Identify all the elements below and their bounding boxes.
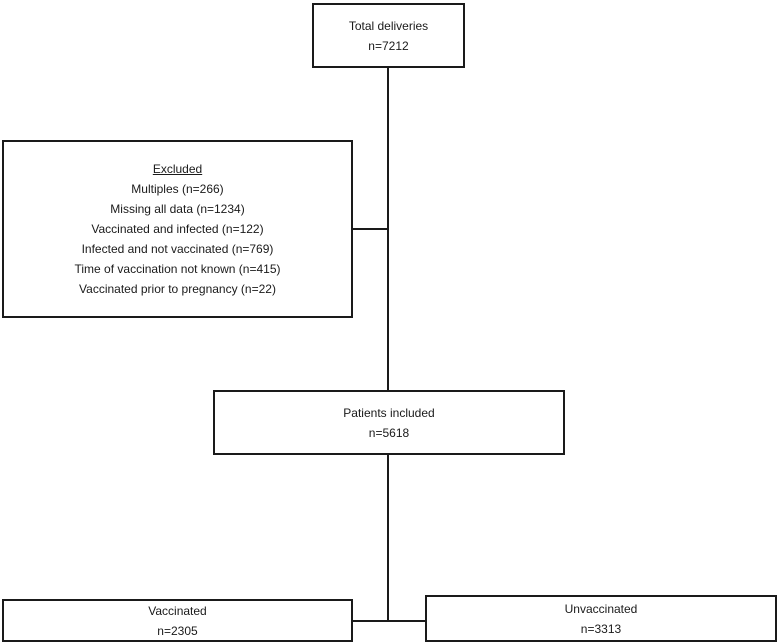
excluded-item-vaccinated-infected: Vaccinated and infected (n=122): [91, 222, 264, 236]
connector-included-to-groups: [387, 455, 389, 621]
total-deliveries-title: Total deliveries: [348, 18, 429, 33]
excluded-item-prior-pregnancy: Vaccinated prior to pregnancy (n=22): [79, 282, 276, 296]
total-deliveries-box: Total deliveries n=7212: [312, 3, 465, 68]
excluded-title: Excluded: [152, 162, 203, 176]
excluded-item-multiples: Multiples (n=266): [131, 182, 224, 196]
total-deliveries-count: n=7212: [368, 38, 409, 53]
connector-groups-split: [353, 620, 425, 622]
vaccinated-title: Vaccinated: [148, 603, 207, 618]
excluded-box: Excluded Multiples (n=266) Missing all d…: [2, 140, 353, 318]
connector-total-to-included: [387, 68, 389, 390]
vaccinated-box: Vaccinated n=2305: [2, 599, 353, 642]
connector-to-excluded: [353, 228, 388, 230]
vaccinated-count: n=2305: [157, 623, 198, 638]
unvaccinated-title: Unvaccinated: [564, 601, 638, 616]
excluded-item-infected-not-vaccinated: Infected and not vaccinated (n=769): [81, 242, 274, 256]
patients-included-box: Patients included n=5618: [213, 390, 565, 455]
unvaccinated-count: n=3313: [580, 621, 622, 636]
excluded-item-time-unknown: Time of vaccination not known (n=415): [74, 262, 281, 276]
patients-included-count: n=5618: [368, 425, 410, 440]
excluded-item-missing-data: Missing all data (n=1234): [110, 202, 245, 216]
unvaccinated-box: Unvaccinated n=3313: [425, 595, 777, 642]
patients-included-title: Patients included: [343, 405, 435, 420]
